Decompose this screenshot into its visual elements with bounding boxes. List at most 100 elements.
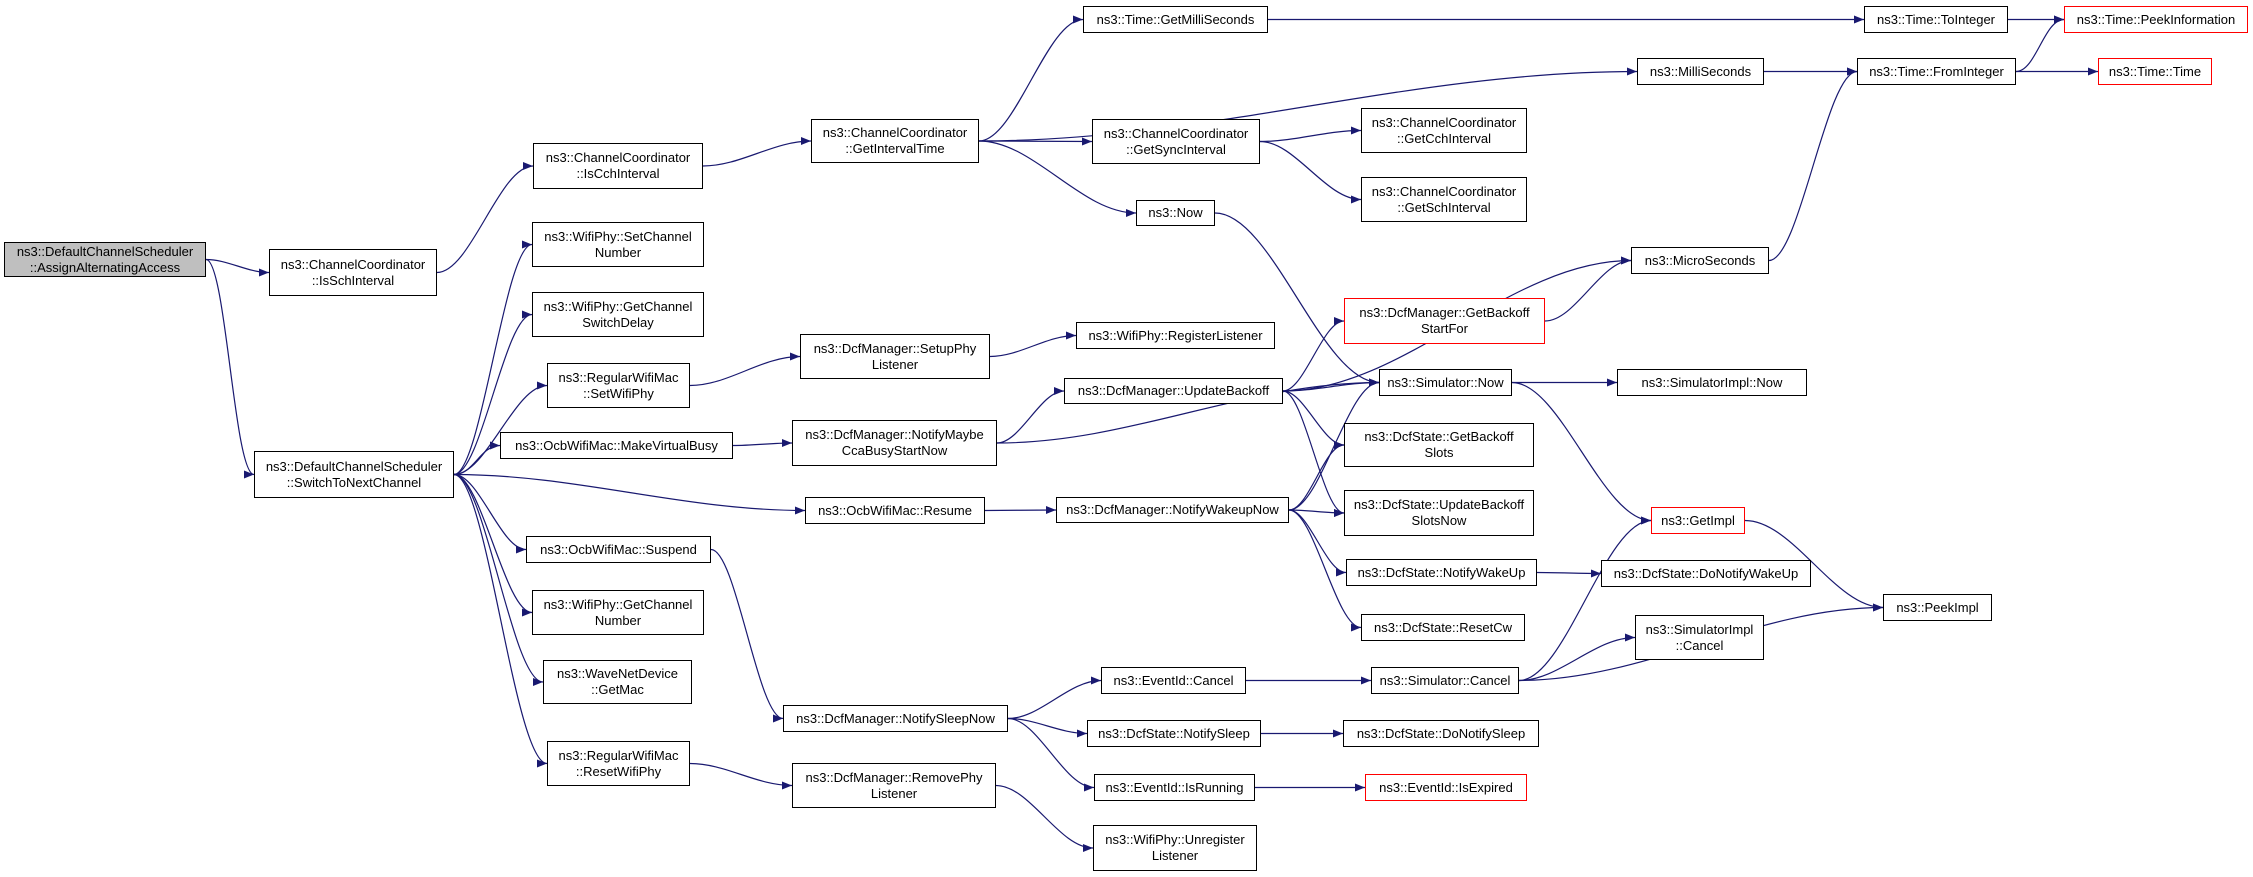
node-from-integer[interactable]: ns3::Time::FromInteger	[1857, 58, 2016, 85]
node-label-line: ns3::DcfManager::NotifyMaybe	[805, 427, 984, 442]
call-edge-notifyMaybe-to-updateBackoff	[996, 387, 1065, 444]
node-label-line: ::GetIntervalTime	[845, 141, 945, 156]
node-suspend[interactable]: ns3::OcbWifiMac::Suspend	[526, 536, 711, 563]
call-edge-notifyWakeupNow-to-resetCw	[1288, 509, 1362, 632]
node-label-line: ns3::OcbWifiMac::Resume	[818, 502, 972, 518]
node-label-line: ns3::DcfState::NotifyWakeUp	[1357, 564, 1526, 580]
node-peek-impl[interactable]: ns3::PeekImpl	[1883, 594, 1992, 621]
call-edge-notifyWakeUp-to-doNotifyWakeUp	[1536, 569, 1602, 578]
node-label-line: ns3::DcfManager::NotifySleepNow	[796, 710, 995, 726]
node-milli-seconds[interactable]: ns3::MilliSeconds	[1637, 58, 1764, 85]
node-label-line: ::GetSyncInterval	[1126, 141, 1226, 157]
node-set-wifi-phy[interactable]: ns3::RegularWifiMac::SetWifiPhy	[547, 363, 690, 408]
call-edge-isSch-to-isCch	[436, 162, 534, 274]
node-label-line: ns3::DcfState::UpdateBackoff	[1353, 497, 1525, 512]
node-label-line: ::ResetWifiPhy	[575, 763, 662, 779]
node-label-line: ns3::DcfState::DoNotifyWakeUp	[1613, 565, 1799, 581]
call-edge-switchTo-to-setChNum	[453, 240, 533, 476]
node-label-line: ::GetCchInterval	[1397, 130, 1491, 146]
node-is-sch[interactable]: ns3::ChannelCoordinator::IsSchInterval	[269, 249, 437, 296]
call-edge-makeBusy-to-notifyMaybe	[732, 439, 793, 448]
node-label-line: ns3::PeekImpl	[1896, 599, 1979, 615]
call-edge-fromInteger-to-peekInfo	[2015, 15, 2065, 73]
node-time-time[interactable]: ns3::Time::Time	[2098, 58, 2212, 85]
node-root: ns3::DefaultChannelScheduler::AssignAlte…	[4, 242, 206, 277]
call-edge-switchTo-to-makeBusy	[453, 441, 501, 476]
call-edge-resetWifiPhy-to-removePhy	[689, 762, 793, 790]
node-label-line: ns3::DefaultChannelScheduler	[265, 458, 443, 474]
call-edge-updateBackoff-to-updateBackoffSlots	[1282, 390, 1345, 517]
node-sim-impl-now[interactable]: ns3::SimulatorImpl::Now	[1617, 369, 1807, 396]
node-reg-listener[interactable]: ns3::WifiPhy::RegisterListener	[1076, 322, 1275, 349]
call-edge-getIntTime-to-getSync	[978, 137, 1093, 146]
node-event-cancel[interactable]: ns3::EventId::Cancel	[1101, 667, 1246, 694]
node-sim-now[interactable]: ns3::Simulator::Now	[1379, 369, 1512, 396]
node-get-sch[interactable]: ns3::ChannelCoordinator::GetSchInterval	[1361, 177, 1527, 222]
node-make-busy[interactable]: ns3::OcbWifiMac::MakeVirtualBusy	[500, 432, 733, 459]
node-label-line: ns3::Time::ToInteger	[1876, 11, 1995, 27]
node-now[interactable]: ns3::Now	[1136, 200, 1215, 226]
call-edge-switchTo-to-getMac	[453, 473, 544, 686]
node-resume[interactable]: ns3::OcbWifiMac::Resume	[805, 497, 985, 524]
node-label-line: ns3::DcfState::NotifySleep	[1098, 725, 1250, 741]
node-dcf-notify-sleep[interactable]: ns3::DcfState::NotifySleep	[1087, 720, 1261, 747]
node-get-int-time[interactable]: ns3::ChannelCoordinator::GetIntervalTime	[811, 119, 979, 163]
node-get-sync[interactable]: ns3::ChannelCoordinator::GetSyncInterval	[1092, 119, 1260, 164]
call-edge-simCancel-to-simImplCancel	[1518, 633, 1636, 682]
node-update-backoff[interactable]: ns3::DcfManager::UpdateBackoff	[1064, 378, 1283, 404]
node-label-line: Number	[594, 244, 642, 260]
call-edge-updateBackoff-to-getBackoffStart	[1282, 317, 1345, 392]
call-edge-microSeconds-to-fromInteger	[1768, 67, 1858, 262]
node-get-mac[interactable]: ns3::WaveNetDevice::GetMac	[543, 660, 692, 704]
call-edge-notifySleepNow-to-eventCancel	[1007, 676, 1102, 720]
node-peek-info[interactable]: ns3::Time::PeekInformation	[2064, 6, 2248, 33]
call-edge-now-to-simNow	[1214, 212, 1380, 387]
call-edge-simNow-to-getImpl	[1511, 381, 1652, 525]
node-label-line: ::IsCchInterval	[576, 166, 660, 181]
call-edge-setupPhy-to-regListener	[989, 331, 1077, 358]
node-do-notify-sleep[interactable]: ns3::DcfState::DoNotifySleep	[1343, 720, 1539, 747]
node-sim-impl-cancel[interactable]: ns3::SimulatorImpl::Cancel	[1635, 615, 1764, 660]
node-get-impl[interactable]: ns3::GetImpl	[1651, 507, 1745, 534]
node-to-integer[interactable]: ns3::Time::ToInteger	[1864, 6, 2008, 33]
call-edge-switchTo-to-resume	[453, 473, 806, 515]
node-label-line: ns3::ChannelCoordinator	[545, 150, 691, 165]
node-do-notify-wake-up[interactable]: ns3::DcfState::DoNotifyWakeUp	[1601, 560, 1811, 587]
node-label-line: ns3::SimulatorImpl::Now	[1641, 374, 1783, 390]
node-notify-sleep-now[interactable]: ns3::DcfManager::NotifySleepNow	[783, 705, 1008, 732]
node-notify-wake-up[interactable]: ns3::DcfState::NotifyWakeUp	[1346, 559, 1537, 586]
node-label-line: Listener	[871, 356, 919, 372]
node-is-running[interactable]: ns3::EventId::IsRunning	[1094, 774, 1255, 801]
node-label-line: ns3::Now	[1148, 205, 1203, 220]
node-micro-seconds[interactable]: ns3::MicroSeconds	[1631, 247, 1769, 274]
node-label-line: ns3::DcfManager::GetBackoff	[1359, 305, 1530, 320]
node-notify-wakeup-now[interactable]: ns3::DcfManager::NotifyWakeupNow	[1056, 497, 1289, 523]
node-label-line: ns3::WifiPhy::GetChannel	[543, 596, 693, 612]
call-edge-notifyWakeupNow-to-getBackoffSlots	[1288, 441, 1345, 511]
node-reset-cw[interactable]: ns3::DcfState::ResetCw	[1361, 614, 1525, 641]
node-label-line: ns3::Time::GetMilliSeconds	[1096, 11, 1255, 27]
node-label-line: Listener	[1151, 848, 1199, 863]
node-label-line: ns3::DcfManager::RemovePhy	[805, 769, 983, 785]
node-is-expired[interactable]: ns3::EventId::IsExpired	[1365, 774, 1527, 801]
node-switch-to[interactable]: ns3::DefaultChannelScheduler::SwitchToNe…	[254, 451, 454, 498]
node-reset-wifi-phy[interactable]: ns3::RegularWifiMac::ResetWifiPhy	[547, 741, 690, 786]
node-is-cch[interactable]: ns3::ChannelCoordinator::IsCchInterval	[533, 143, 703, 189]
node-label-line: SwitchDelay	[582, 314, 654, 330]
node-sim-cancel[interactable]: ns3::Simulator::Cancel	[1371, 667, 1519, 694]
node-get-milli[interactable]: ns3::Time::GetMilliSeconds	[1083, 6, 1268, 33]
node-label-line: ns3::WifiPhy::RegisterListener	[1088, 327, 1263, 343]
node-get-cch[interactable]: ns3::ChannelCoordinator::GetCchInterval	[1361, 108, 1527, 153]
node-label-line: ns3::OcbWifiMac::MakeVirtualBusy	[515, 437, 718, 453]
node-label-line: StartFor	[1421, 321, 1468, 336]
